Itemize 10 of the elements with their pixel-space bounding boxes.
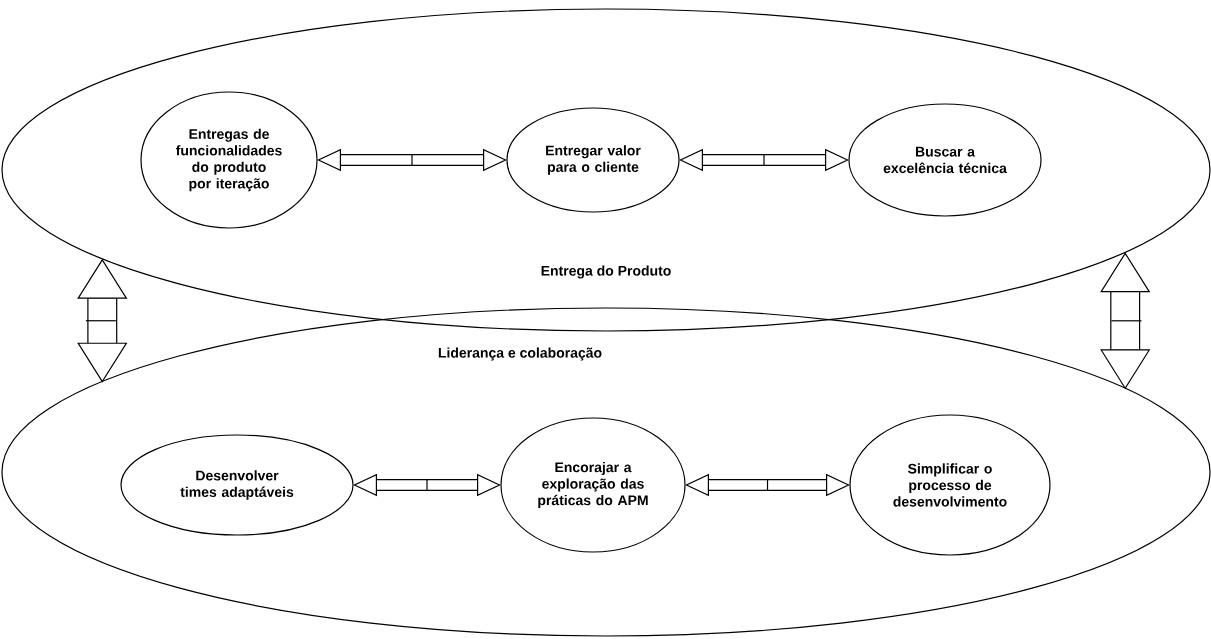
ellipse-node: Buscar a excelência técnica: [848, 103, 1042, 217]
ellipse-node: Entregar valor para o cliente: [506, 107, 680, 213]
double-arrow: [685, 473, 850, 497]
ellipse-node: Simplificar o processo de desenvolvimento: [849, 414, 1051, 556]
double-arrow: [317, 148, 507, 172]
ellipse-node: Entregas de funcionalidades do produto por iteração: [140, 91, 318, 229]
double-arrow: [679, 148, 849, 172]
ellipse-node: Encorajar a exploração das práticas do APM: [500, 417, 686, 553]
double-arrow: [353, 473, 501, 497]
ellipse-node: Desenvolver times adaptáveis: [120, 434, 354, 536]
